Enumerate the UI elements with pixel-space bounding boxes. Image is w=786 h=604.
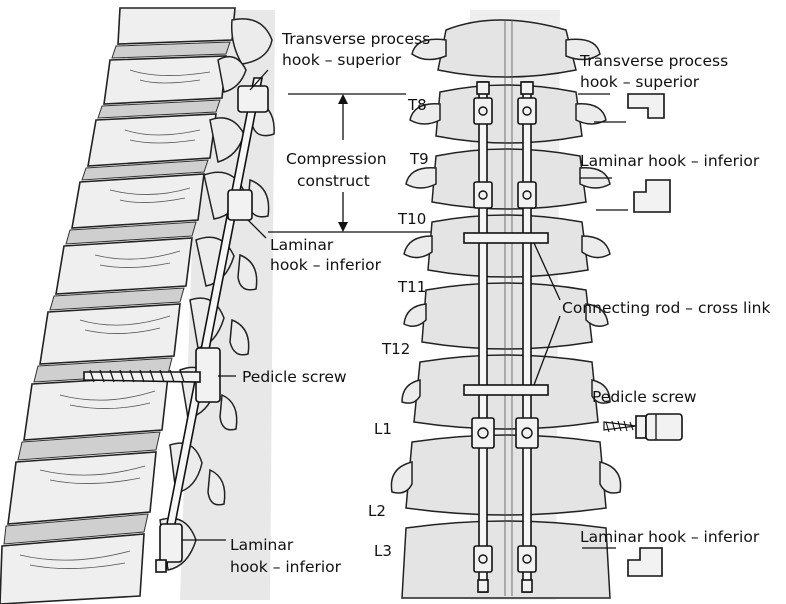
level-label: T10	[397, 210, 426, 228]
vertebra-body	[103, 55, 227, 105]
tp-hook-icon	[627, 93, 665, 119]
ap-vertebra	[437, 19, 577, 78]
legend-icons	[578, 93, 683, 577]
ap-vertebra	[435, 84, 583, 144]
level-label: L2	[368, 502, 386, 520]
lateral-spine-view	[0, 7, 275, 604]
ap-vertebra	[427, 214, 589, 278]
tp-hook-superior	[237, 85, 269, 113]
ap-rod-left	[478, 81, 488, 593]
laminar-hook-lower	[159, 523, 183, 563]
ap-leaders	[533, 242, 561, 386]
vertebra-body	[39, 303, 181, 365]
vertebra-body	[7, 451, 157, 525]
laminar-hook-upper	[227, 189, 253, 221]
ap-vertebra	[431, 148, 587, 210]
connecting-rod-label: Connecting rod – cross link	[562, 299, 770, 317]
level-label: L1	[374, 420, 392, 438]
cross-link-upper	[463, 232, 549, 244]
pedicle-screw-label: Pedicle screw	[242, 368, 347, 386]
vertebra-body	[55, 237, 193, 295]
laminar-hook-bottom-icon	[627, 547, 663, 577]
ap-vertebra	[405, 434, 607, 516]
level-label: T9	[409, 150, 429, 168]
laminar-hook-icon	[633, 179, 671, 213]
pedicle-screw-icon	[635, 415, 647, 439]
vertebra-body	[0, 533, 145, 604]
vertebra-body	[87, 113, 217, 167]
legend-pedicle-screw-label: Pedicle screw	[592, 388, 697, 406]
lateral-leaders	[182, 69, 432, 541]
ap-rod-right	[522, 81, 532, 593]
ap-spine-view	[390, 10, 622, 600]
vertebra-body	[71, 173, 205, 229]
level-label: T12	[381, 340, 410, 358]
ap-vertebra	[401, 520, 611, 599]
ap-hooks	[471, 81, 539, 593]
vertebra-body	[117, 7, 236, 45]
cross-link-lower	[463, 384, 549, 396]
level-label: T11	[397, 278, 426, 296]
legend-laminar-hook-label: Laminar hook – inferior	[580, 152, 760, 170]
level-label: T8	[407, 96, 427, 114]
level-label: L3	[374, 542, 392, 560]
legend-laminar-hook-bottom-label: Laminar hook – inferior	[580, 528, 760, 546]
